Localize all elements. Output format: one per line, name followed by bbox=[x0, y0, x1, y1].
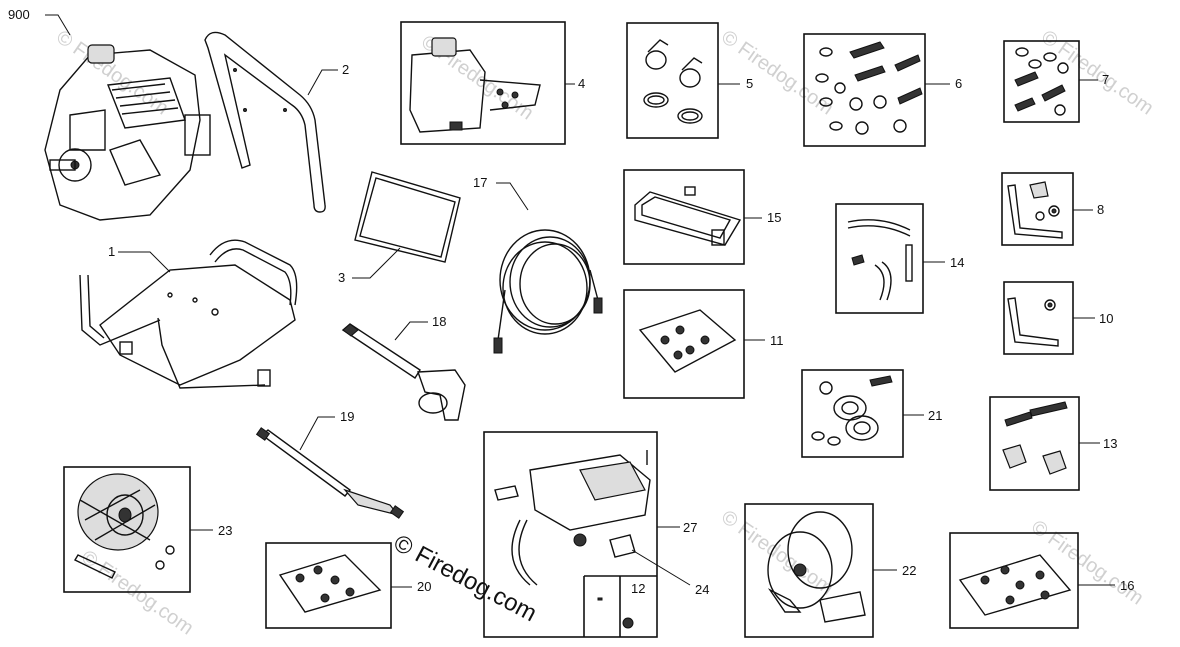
callout-20: 20 bbox=[417, 579, 431, 594]
part-900-engine[interactable] bbox=[44, 44, 211, 221]
part-11-hardware-bag[interactable] bbox=[623, 289, 745, 399]
part-27-pump[interactable] bbox=[483, 431, 658, 638]
part-10-bracket[interactable] bbox=[1003, 281, 1074, 355]
leader-19 bbox=[299, 416, 335, 451]
leader-3 bbox=[352, 247, 401, 279]
callout-15: 15 bbox=[767, 210, 781, 225]
part-13-knobs[interactable] bbox=[989, 396, 1080, 491]
part-20-hardware-bag[interactable] bbox=[265, 542, 392, 629]
callout-24: 24 bbox=[695, 582, 709, 597]
part-2-handle[interactable] bbox=[204, 31, 326, 213]
callout-18: 18 bbox=[432, 314, 446, 329]
part-19-wand[interactable] bbox=[255, 427, 405, 519]
part-4-tank-kit[interactable] bbox=[400, 21, 566, 145]
callout-4: 4 bbox=[578, 76, 585, 91]
part-17-hose[interactable] bbox=[493, 229, 603, 354]
part-21-bearings[interactable] bbox=[801, 369, 904, 458]
part-14-hoses[interactable] bbox=[835, 203, 924, 314]
callout-13: 13 bbox=[1103, 436, 1117, 451]
part-1-frame[interactable] bbox=[79, 239, 298, 389]
callout-19: 19 bbox=[340, 409, 354, 424]
part-8-bracket[interactable] bbox=[1001, 172, 1074, 246]
faint-watermarks: © Firedog.com © Firedog.com © Firedog.co… bbox=[52, 26, 1157, 639]
callout-16: 16 bbox=[1120, 578, 1134, 593]
callout-2: 2 bbox=[342, 62, 349, 77]
callout-22: 22 bbox=[902, 563, 916, 578]
watermark-faint-4: © Firedog.com bbox=[1037, 26, 1157, 119]
leader-17 bbox=[496, 182, 529, 211]
callout-14: 14 bbox=[950, 255, 964, 270]
watermark-faint-6: © Firedog.com bbox=[717, 506, 837, 599]
callout-23: 23 bbox=[218, 523, 232, 538]
watermark-main: © Firedog.com bbox=[389, 529, 541, 627]
part-3-panel[interactable] bbox=[354, 171, 461, 263]
part-16-hardware-bag[interactable] bbox=[949, 532, 1079, 629]
watermark-faint-1: © Firedog.com bbox=[52, 26, 172, 119]
leader-2 bbox=[307, 69, 338, 96]
part-6-hardware[interactable] bbox=[803, 33, 926, 147]
part-7-hardware[interactable] bbox=[1003, 40, 1080, 123]
callout-17: 17 bbox=[473, 175, 487, 190]
callout-3: 3 bbox=[338, 270, 345, 285]
callout-12: 12 bbox=[631, 581, 645, 596]
callout-6: 6 bbox=[955, 76, 962, 91]
part-15-bracket[interactable] bbox=[623, 169, 745, 265]
callout-11: 11 bbox=[770, 333, 784, 348]
callout-5: 5 bbox=[746, 76, 753, 91]
leader-900 bbox=[45, 14, 71, 36]
leader-18 bbox=[394, 321, 428, 341]
callout-8: 8 bbox=[1097, 202, 1104, 217]
callout-1: 1 bbox=[108, 244, 115, 259]
callout-21: 21 bbox=[928, 408, 942, 423]
part-18-spray-gun[interactable] bbox=[341, 323, 466, 421]
part-5-caps-rings[interactable] bbox=[626, 22, 719, 139]
leader-1 bbox=[118, 251, 171, 273]
watermark-faint-3: © Firedog.com bbox=[717, 26, 837, 119]
callout-27: 27 bbox=[683, 520, 697, 535]
callout-900: 900 bbox=[8, 7, 30, 22]
leader-24 bbox=[631, 549, 691, 586]
part-22-hose-reel[interactable] bbox=[744, 503, 874, 638]
callout-10: 10 bbox=[1099, 311, 1113, 326]
callout-7: 7 bbox=[1102, 72, 1109, 87]
